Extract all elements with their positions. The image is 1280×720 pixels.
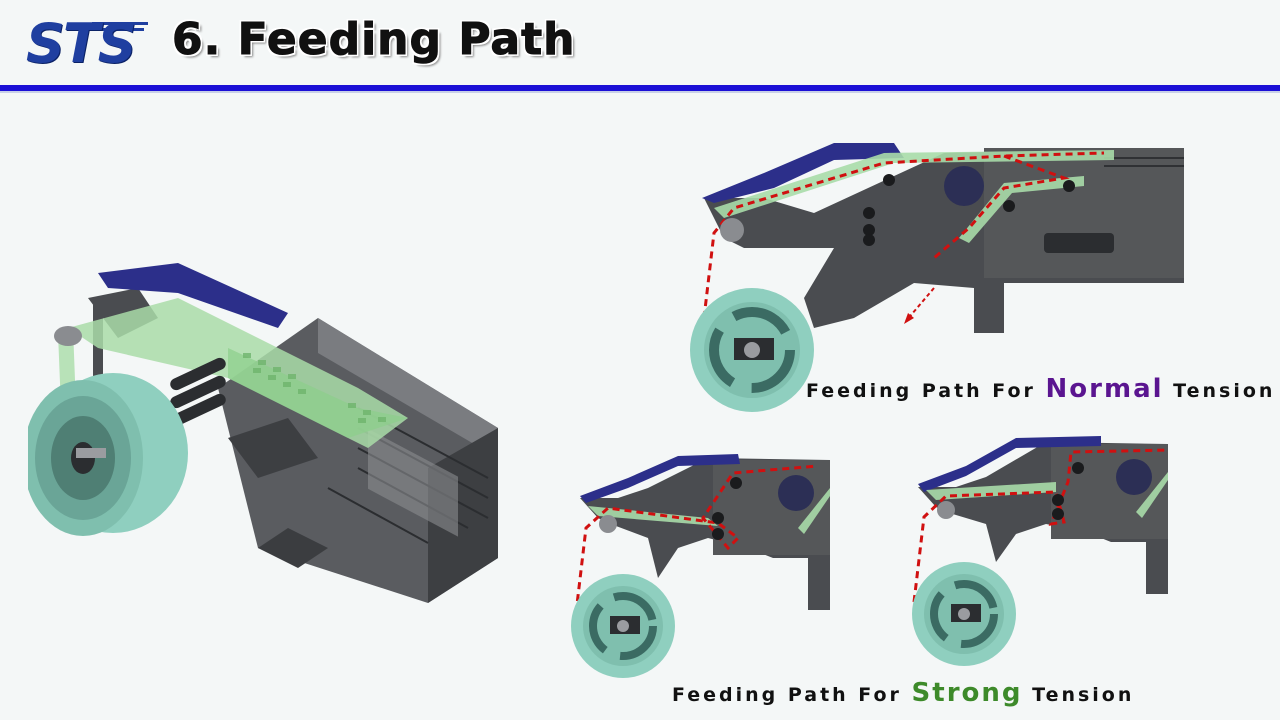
feeder-side-view-strong-a bbox=[571, 454, 830, 678]
header-divider bbox=[0, 85, 1280, 91]
caption-normal-prefix: Feeding Path For bbox=[806, 380, 1046, 402]
slide-header: STS 6. Feeding Path bbox=[0, 0, 1280, 92]
caption-strong-emphasis: Strong bbox=[911, 678, 1023, 708]
logo-stripes-icon bbox=[88, 22, 148, 31]
slide-title: 6. Feeding Path bbox=[171, 14, 576, 66]
caption-normal-emphasis: Normal bbox=[1045, 374, 1164, 404]
caption-strong-tension: Feeding Path For Strong Tension bbox=[672, 678, 1134, 708]
caption-normal-tension: Feeding Path For Normal Tension bbox=[806, 374, 1275, 404]
feeder-isometric-illustration bbox=[28, 263, 498, 603]
feeder-side-view-normal bbox=[690, 143, 1184, 412]
company-logo: STS bbox=[26, 12, 137, 75]
feeder-side-view-strong-b bbox=[912, 436, 1169, 666]
caption-strong-prefix: Feeding Path For bbox=[672, 684, 912, 706]
header-divider-shadow bbox=[0, 91, 1280, 93]
caption-strong-suffix: Tension bbox=[1022, 684, 1135, 706]
caption-normal-suffix: Tension bbox=[1163, 380, 1276, 402]
